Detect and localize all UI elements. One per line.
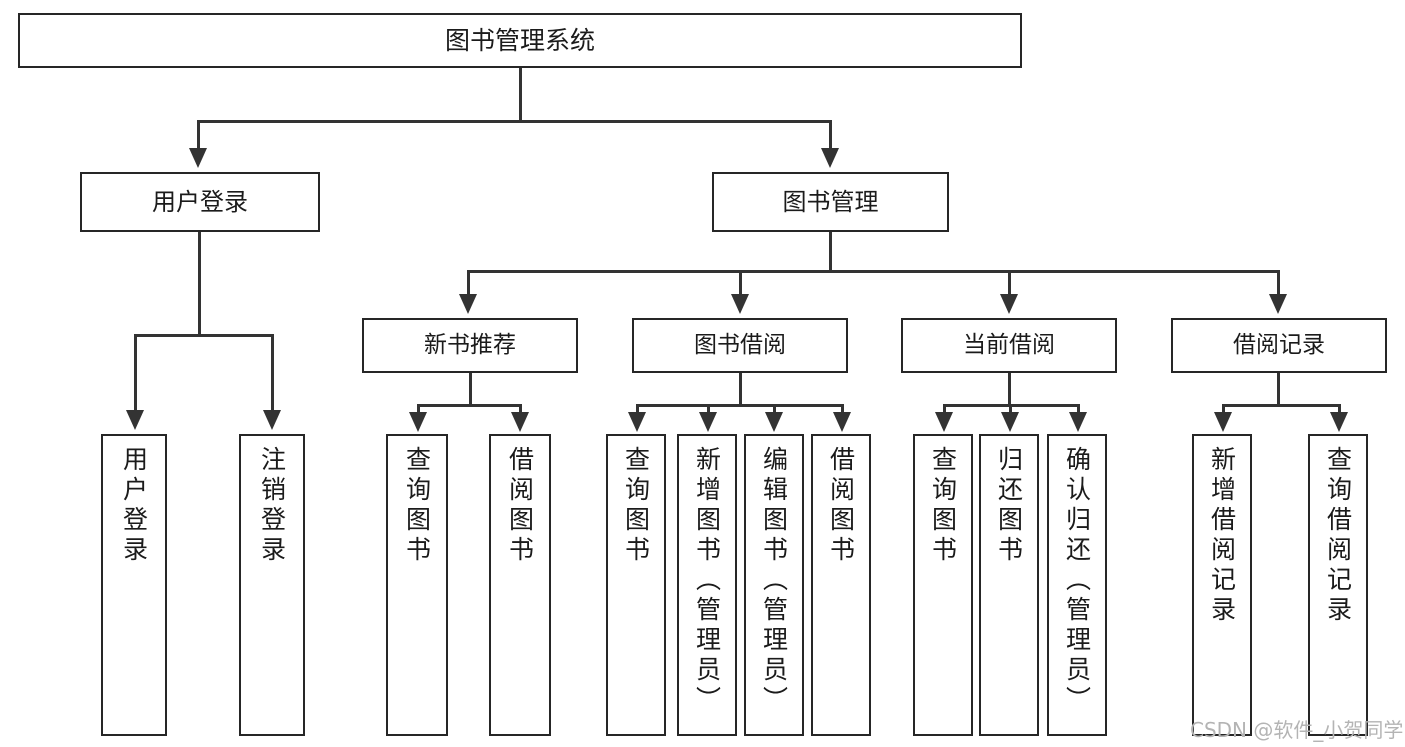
arrowhead-current (1000, 294, 1018, 314)
leaf-user-login[interactable]: 用户登录 (101, 434, 167, 736)
node-borrow-record[interactable]: 借阅记录 (1171, 318, 1387, 373)
node-label: 新书推荐 (424, 332, 516, 358)
connector-bm-to-borrow (739, 270, 742, 296)
leaf-query-book-current[interactable]: 查询图书 (913, 434, 973, 736)
arrowhead-recommend-leaf-1 (409, 412, 427, 432)
connector-recommend-bus (417, 404, 521, 407)
arrowhead-recommend-leaf-2 (511, 412, 529, 432)
leaf-label: 编辑图书（管理员） (759, 446, 789, 716)
leaf-borrow-book[interactable]: 借阅图书 (811, 434, 871, 736)
connector-book-manage-bus (467, 270, 1279, 273)
leaf-label: 确认归还（管理员） (1062, 446, 1092, 716)
node-label: 当前借阅 (963, 332, 1055, 358)
leaf-label: 借阅图书 (505, 446, 535, 566)
leaf-label: 查询图书 (928, 446, 958, 566)
connector-current-leaf-2 (1009, 404, 1012, 416)
connector-root-stem (519, 68, 522, 122)
leaf-edit-book-admin[interactable]: 编辑图书（管理员） (744, 434, 804, 736)
connector-user-login-stem (198, 232, 201, 336)
connector-borrow-leaf-4 (841, 404, 844, 416)
connector-borrow-leaf-2 (707, 404, 710, 416)
node-book-management[interactable]: 图书管理 (712, 172, 949, 232)
arrowhead-record (1269, 294, 1287, 314)
leaf-confirm-return-admin[interactable]: 确认归还（管理员） (1047, 434, 1107, 736)
connector-book-manage-stem (829, 232, 832, 272)
node-label: 图书管理 (782, 188, 879, 216)
leaf-add-borrow-record[interactable]: 新增借阅记录 (1192, 434, 1252, 736)
arrowhead-current-leaf-2 (1001, 412, 1019, 432)
node-current-borrow[interactable]: 当前借阅 (901, 318, 1117, 373)
leaf-query-book-borrow[interactable]: 查询图书 (606, 434, 666, 736)
node-label: 图书管理系统 (444, 26, 595, 55)
watermark-csdn: CSDN @软件_小贺同学 (1190, 714, 1403, 743)
connector-borrow-bus (636, 404, 843, 407)
connector-recommend-leaf-2 (519, 404, 522, 416)
arrowhead-record-leaf-2 (1330, 412, 1348, 432)
connector-bm-to-record (1277, 270, 1280, 296)
connector-borrow-leaf-1 (636, 404, 639, 416)
arrowhead-borrow-leaf-3 (765, 412, 783, 432)
leaf-label: 查询图书 (621, 446, 651, 566)
leaf-logout[interactable]: 注销登录 (239, 434, 305, 736)
connector-user-login-bus (134, 334, 273, 337)
leaf-label: 查询借阅记录 (1323, 446, 1353, 626)
connector-user-login-to-leaf-2 (271, 334, 274, 412)
leaf-label: 注销登录 (257, 446, 287, 566)
leaf-query-book-recommend[interactable]: 查询图书 (386, 434, 448, 736)
connector-root-bus (197, 120, 831, 123)
node-book-borrow[interactable]: 图书借阅 (632, 318, 848, 373)
connector-current-leaf-1 (943, 404, 946, 416)
leaf-label: 新增借阅记录 (1207, 446, 1237, 626)
leaf-borrow-book-recommend[interactable]: 借阅图书 (489, 434, 551, 736)
connector-record-bus (1222, 404, 1340, 407)
arrowhead-borrow (731, 294, 749, 314)
connector-record-leaf-1 (1222, 404, 1225, 416)
leaf-label: 借阅图书 (826, 446, 856, 566)
arrowhead-current-leaf-1 (935, 412, 953, 432)
node-new-book-recommend[interactable]: 新书推荐 (362, 318, 578, 373)
node-label: 图书借阅 (694, 332, 786, 358)
connector-borrow-stem (739, 373, 742, 406)
arrowhead-recommend (459, 294, 477, 314)
leaf-label: 查询图书 (402, 446, 432, 566)
connector-recommend-leaf-1 (417, 404, 420, 416)
connector-bm-to-recommend (467, 270, 470, 296)
arrowhead-borrow-leaf-4 (833, 412, 851, 432)
connector-record-stem (1277, 373, 1280, 406)
connector-current-leaf-3 (1077, 404, 1080, 416)
connector-root-to-book-manage (829, 120, 832, 150)
connector-borrow-leaf-3 (773, 404, 776, 416)
connector-root-to-user-login (197, 120, 200, 150)
arrowhead-borrow-leaf-2 (699, 412, 717, 432)
node-label: 用户登录 (152, 188, 248, 216)
watermark-text: CSDN @软件_小贺同学 (1190, 718, 1404, 742)
connector-current-stem (1008, 373, 1011, 406)
arrowhead-book-manage (821, 148, 839, 168)
leaf-add-book-admin[interactable]: 新增图书（管理员） (677, 434, 737, 736)
arrowhead-leaf-logout (263, 410, 281, 430)
node-root-system[interactable]: 图书管理系统 (18, 13, 1022, 68)
arrowhead-borrow-leaf-1 (628, 412, 646, 432)
leaf-label: 归还图书 (994, 446, 1024, 566)
leaf-query-borrow-record[interactable]: 查询借阅记录 (1308, 434, 1368, 736)
arrowhead-current-leaf-3 (1069, 412, 1087, 432)
node-user-login[interactable]: 用户登录 (80, 172, 320, 232)
leaf-label: 新增图书（管理员） (692, 446, 722, 716)
connector-user-login-to-leaf-1 (134, 334, 137, 412)
leaf-label: 用户登录 (119, 446, 149, 566)
connector-bm-to-current (1008, 270, 1011, 296)
leaf-return-book[interactable]: 归还图书 (979, 434, 1039, 736)
arrowhead-user-login (189, 148, 207, 168)
connector-recommend-stem (469, 373, 472, 406)
node-label: 借阅记录 (1233, 332, 1325, 358)
arrowhead-leaf-user-login (126, 410, 144, 430)
arrowhead-record-leaf-1 (1214, 412, 1232, 432)
connector-record-leaf-2 (1338, 404, 1341, 416)
